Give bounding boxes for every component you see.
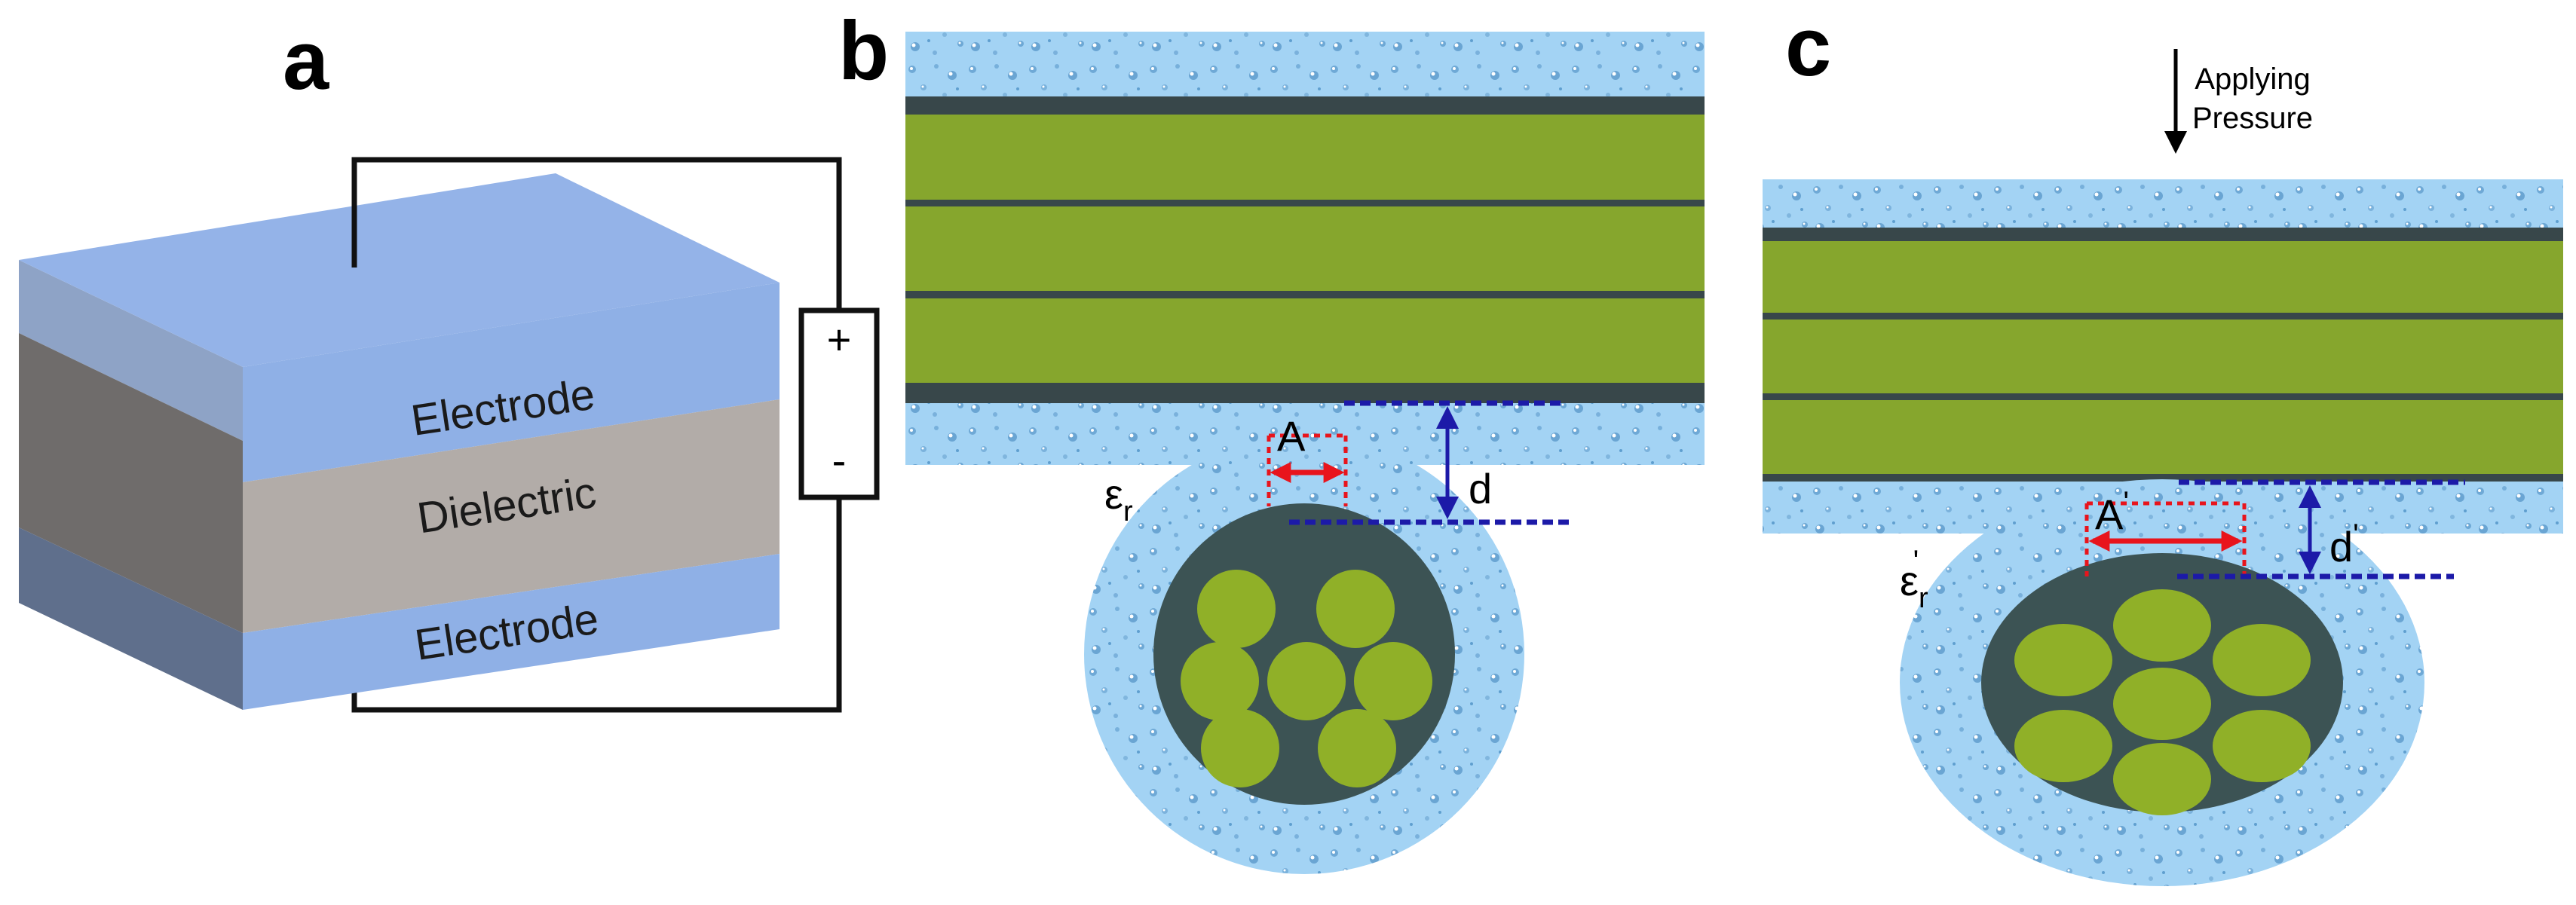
capacitor-block: Electrode Dielectric Electrode bbox=[19, 173, 780, 710]
area-label-compressed: A' bbox=[2095, 486, 2129, 538]
bottom-electrode-layer bbox=[243, 554, 780, 710]
contact-area-marker bbox=[1267, 433, 1348, 506]
distance-label-compressed: d' bbox=[2329, 518, 2359, 570]
top-electrode-layer bbox=[243, 283, 780, 482]
dielectric-layer bbox=[243, 399, 780, 633]
voltage-source bbox=[798, 307, 880, 500]
panel-a: a + - Electrode Dielectric Electrode bbox=[19, 14, 880, 713]
pressure-label-line2: Pressure bbox=[2192, 102, 2313, 135]
panel-c: c Applying Pressure bbox=[1763, 1, 2563, 886]
panel-b: b A bbox=[838, 5, 1705, 874]
source-plus: + bbox=[827, 316, 852, 363]
separation-marker bbox=[1289, 400, 1572, 525]
yarn-cross-section bbox=[1084, 434, 1524, 874]
separation-marker-compressed bbox=[2177, 479, 2465, 579]
permittivity-label: εr bbox=[1104, 470, 1133, 527]
distance-label: d bbox=[1469, 465, 1492, 512]
fiber-stack bbox=[905, 96, 1705, 403]
panel-b-label: b bbox=[838, 5, 889, 97]
area-label: A bbox=[1277, 412, 1306, 460]
permittivity-label-compressed: εr' bbox=[1900, 545, 1928, 614]
source-minus: - bbox=[832, 436, 847, 484]
panel-c-label: c bbox=[1785, 1, 1831, 93]
yarn-cross-section-compressed bbox=[1900, 479, 2424, 886]
pressure-label-line1: Applying bbox=[2195, 63, 2310, 96]
fiber-stack-compressed bbox=[1763, 228, 2563, 482]
contact-area-marker-compressed bbox=[2084, 501, 2247, 576]
panel-a-label: a bbox=[283, 14, 329, 107]
